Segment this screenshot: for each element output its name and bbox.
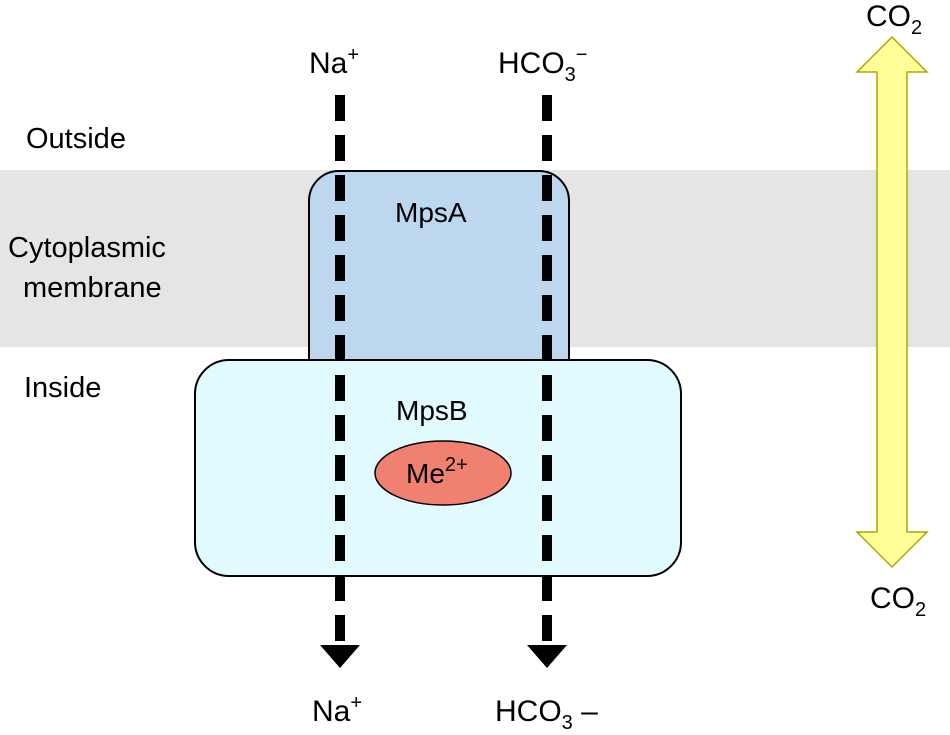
co2-top-subscript: 2 [911,17,923,39]
na-bottom-charge: + [350,692,363,714]
hco3-top-symbol: HCO [498,47,565,80]
hco3-top-charge: − [575,44,588,66]
na-bottom-symbol: Na [312,695,351,728]
membrane-label-line1: Cytoplasmic [8,232,166,264]
membrane-label-line2: membrane [23,272,162,304]
mpsb-label: MpsB [396,395,468,426]
na-top-symbol: Na [309,47,348,80]
hco3-bottom-subscript: 3 [561,712,573,734]
hco3-top-label: HCO3− [498,44,588,85]
hco3-top-subscript: 3 [564,64,576,86]
co2-top-symbol: CO [866,0,911,33]
co2-diffusion-arrow [855,35,929,569]
na-arrowhead [320,645,360,668]
mpsa-label: MpsA [395,197,467,228]
hco3-bottom-charge: – [572,695,598,728]
hco3-bottom-label: HCO3 – [495,695,598,733]
co2-bottom-label: CO2 [870,582,926,620]
co2-bottom-symbol: CO [870,582,915,615]
hco3-bottom-symbol: HCO [495,695,562,728]
metal-ion-symbol: Me [406,458,445,489]
inside-label: Inside [24,372,102,404]
na-top-label: Na+ [309,44,360,81]
co2-top-label: CO2 [866,0,922,38]
na-bottom-label: Na+ [312,692,363,729]
na-top-charge: + [347,44,360,66]
metal-ion-charge: 2+ [444,454,468,476]
metal-ion-label: Me2+ [406,454,468,491]
metal-ion-ellipse [374,440,512,506]
hco3-arrowhead [527,645,567,668]
outside-label: Outside [26,123,126,155]
co2-bottom-subscript: 2 [915,599,927,621]
